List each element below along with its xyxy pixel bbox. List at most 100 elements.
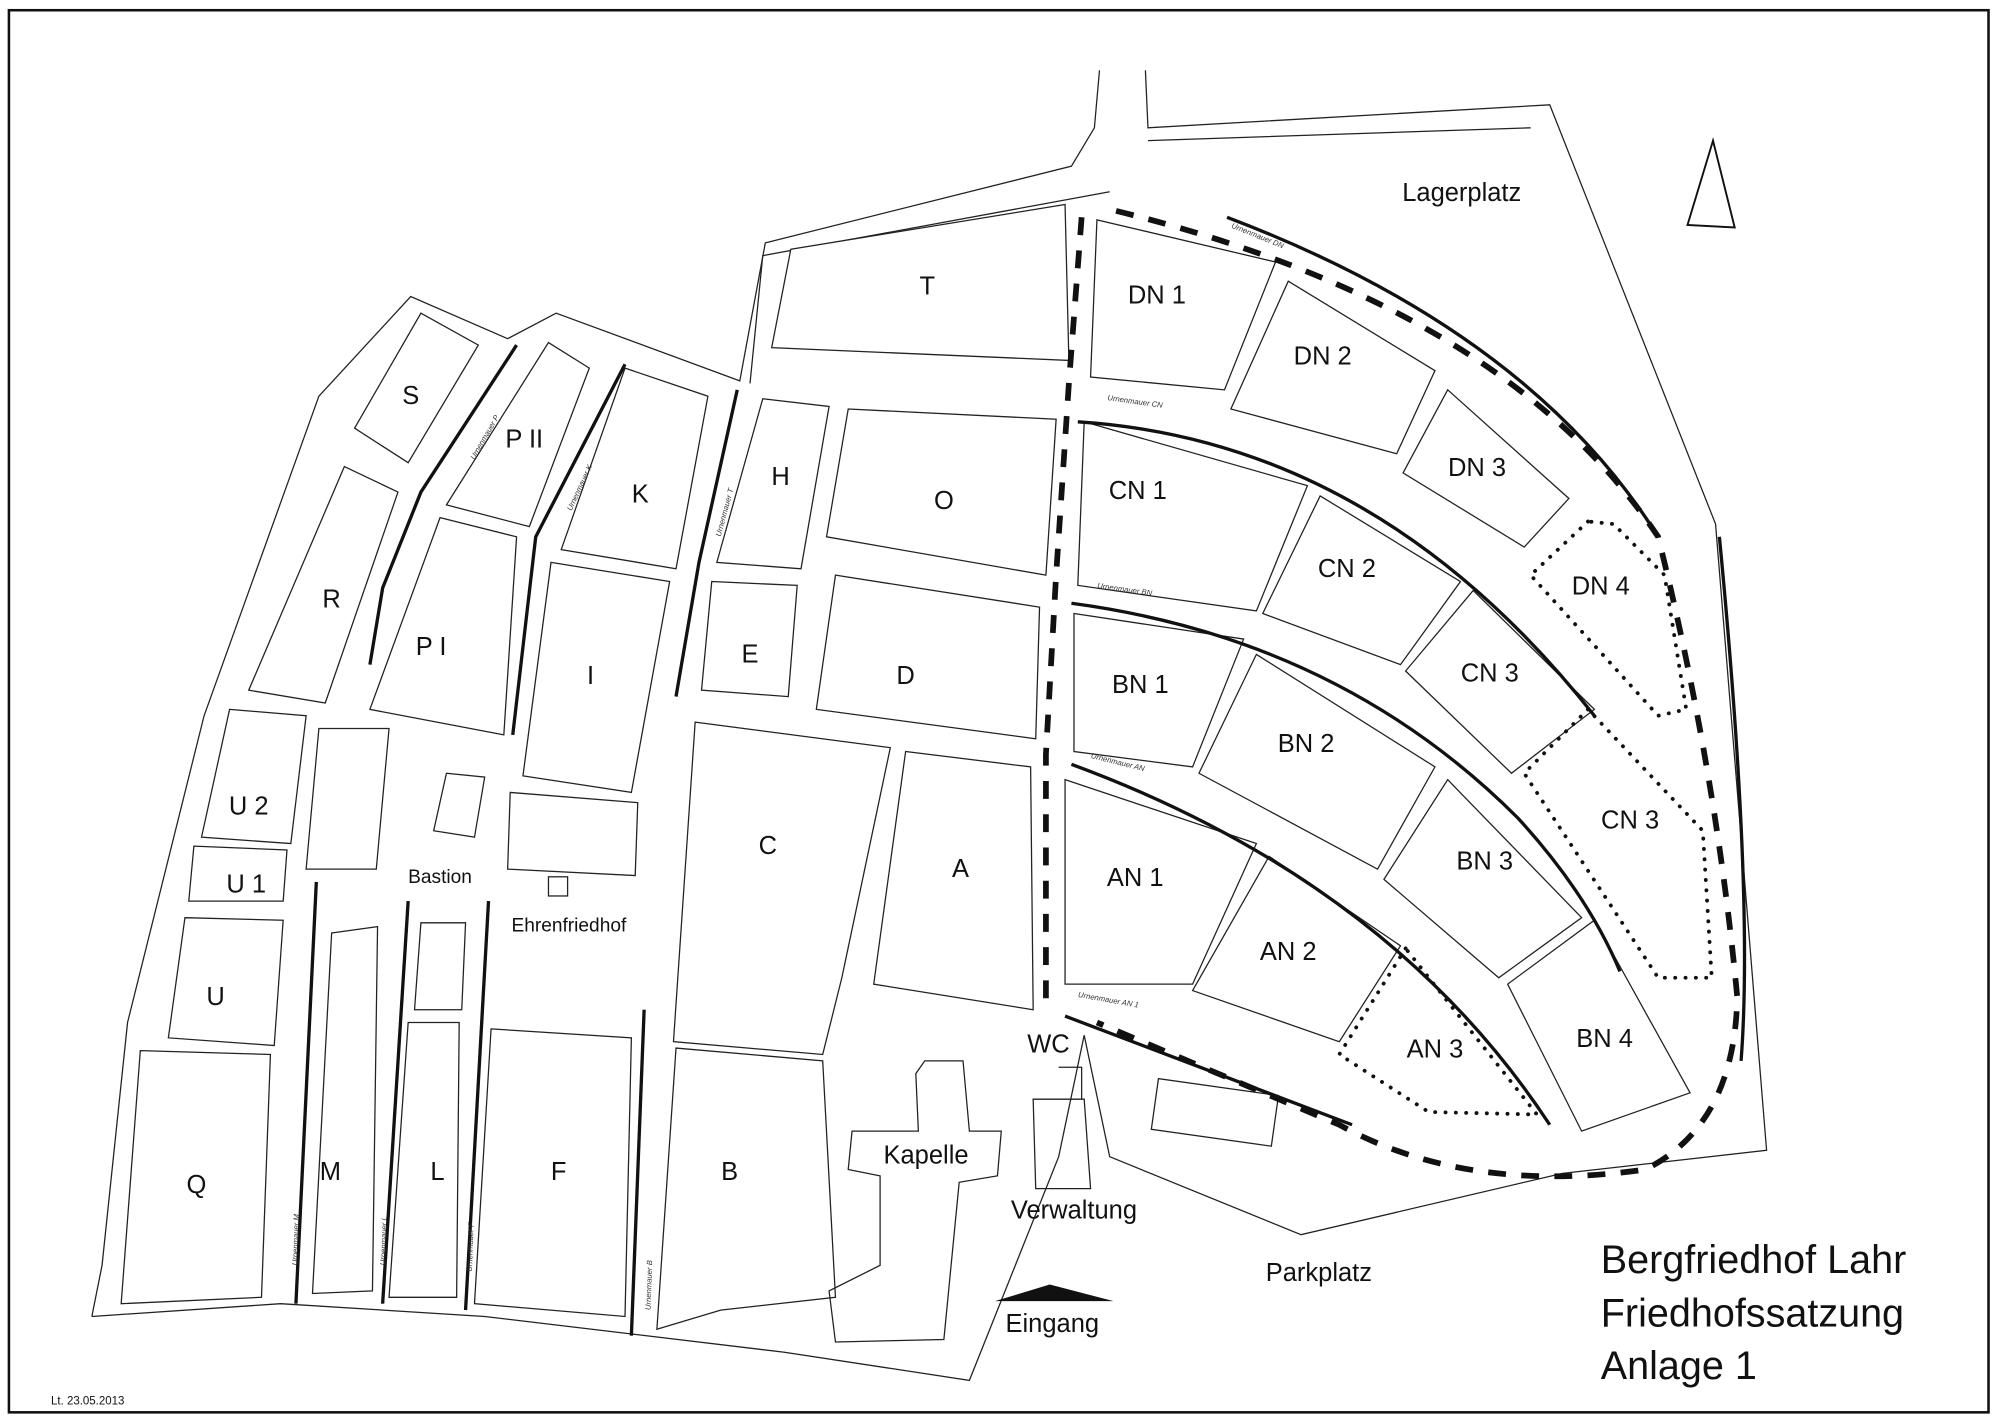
blocks-curved: [1064, 219, 1691, 1132]
field-m: [311, 925, 379, 1295]
title-line-3: Anlage 1: [1601, 1344, 1757, 1388]
label-d: D: [896, 662, 914, 690]
field-cn1: [1077, 420, 1309, 612]
field-b: [656, 1047, 837, 1331]
label-f: F: [551, 1158, 567, 1186]
urnwall-label-b: Urnenmauer B: [644, 1260, 655, 1310]
label-bastion: Bastion: [408, 867, 472, 888]
label-wc: WC: [1027, 1030, 1069, 1058]
field-s: [353, 312, 480, 464]
fence-main-axis: [1043, 217, 1085, 1010]
field-k: [560, 367, 709, 570]
label-b: B: [721, 1158, 738, 1186]
place-labels: Lagerplatz Bastion Ehrenfriedhof WC Kape…: [408, 179, 1521, 1338]
urn-wall-ostring: [1717, 536, 1747, 1061]
field-dn4-border: [1527, 519, 1689, 718]
label-eingang: Eingang: [1006, 1310, 1100, 1338]
label-bn2: BN 2: [1278, 730, 1335, 758]
kapelle-building: [828, 1060, 1002, 1343]
urn-wall-b: [629, 1009, 646, 1336]
field-i: [522, 561, 671, 794]
field-r: [247, 465, 399, 704]
label-u: U: [206, 983, 224, 1011]
urn-wall-l: [380, 900, 410, 1304]
field-cn2: [1261, 495, 1462, 666]
field-a: [873, 750, 1034, 1011]
entrance-arrow-icon: [994, 1284, 1114, 1302]
title-line-2: Friedhofssatzung: [1601, 1292, 1904, 1336]
field-o: [825, 408, 1057, 576]
field-bn4: [1506, 919, 1691, 1132]
label-cn2: CN 2: [1318, 555, 1376, 583]
field-an3-border: [1336, 945, 1542, 1117]
map-frame: [7, 8, 1990, 1414]
field-bn2: [1198, 653, 1436, 870]
field-c: [672, 721, 892, 1056]
label-s: S: [402, 382, 419, 410]
label-cn3b: CN 3: [1601, 807, 1659, 835]
urn-wall-m: [294, 881, 318, 1304]
field-pii: [445, 341, 591, 528]
field-bastion: [432, 772, 486, 838]
urn-wall-bn: [1071, 601, 1622, 973]
label-m: M: [320, 1158, 341, 1186]
label-ehrenfriedhof: Ehrenfriedhof: [511, 916, 626, 937]
label-cn1: CN 1: [1109, 477, 1167, 505]
field-an1: [1064, 778, 1258, 985]
date-note: Lt. 23.05.2013: [51, 1396, 124, 1408]
label-l: L: [430, 1158, 444, 1186]
field-small-1: [413, 922, 467, 1011]
label-dn3: DN 3: [1448, 454, 1506, 482]
urnwall-label-an1: Urnenmauer AN 1: [1077, 990, 1139, 1010]
field-u2: [200, 708, 307, 845]
label-parkplatz: Parkplatz: [1266, 1259, 1372, 1287]
ehrenfriedhof-monument: [547, 876, 569, 897]
field-h: [716, 398, 830, 570]
label-o: O: [934, 487, 954, 515]
field-u: [167, 917, 284, 1047]
path-top: [749, 127, 1531, 384]
urn-wall-t: [674, 389, 739, 697]
label-u1: U 1: [226, 870, 266, 898]
label-c: C: [759, 832, 777, 860]
label-e: E: [741, 640, 758, 668]
label-i: I: [587, 662, 594, 690]
urn-walls: [294, 215, 1747, 1336]
field-u1: [188, 845, 288, 902]
urn-wall-cn: [1077, 420, 1596, 717]
label-a: A: [952, 855, 969, 883]
urn-wall-f: [463, 900, 491, 1311]
urn-wall-an1: [1064, 1014, 1353, 1127]
field-pi: [369, 516, 518, 736]
blocks-left: [120, 312, 591, 1305]
field-q: [120, 1049, 272, 1305]
label-k: K: [632, 481, 649, 509]
field-cn3b-border: [1521, 706, 1714, 980]
label-pii: P II: [505, 426, 543, 454]
field-dn3: [1402, 388, 1570, 548]
label-h: H: [771, 463, 789, 491]
urnwall-label-f: Urnenmauer F: [465, 1221, 476, 1272]
label-lagerplatz: Lagerplatz: [1402, 179, 1521, 207]
label-q: Q: [187, 1171, 207, 1199]
field-labels: T DN 1 DN 2 DN 3 DN 4 S P II K H O CN 1 …: [187, 272, 1660, 1199]
label-pi: P I: [416, 633, 447, 661]
field-ehrenfriedhof-area: [506, 791, 639, 877]
fence-outer-arc: [1095, 208, 1741, 1180]
field-bn3: [1383, 778, 1583, 979]
field-l: [388, 1021, 460, 1298]
north-arrow-icon: [1686, 136, 1736, 229]
urnwall-label-l: Urnenmauer L: [378, 1216, 389, 1265]
urn-wall-k: [511, 363, 627, 736]
label-bn1: BN 1: [1112, 671, 1169, 699]
label-cn3a: CN 3: [1461, 660, 1519, 688]
verwaltung-building: [1032, 1066, 1092, 1190]
urnwall-label-cn: Urnenmauer CN: [1107, 393, 1164, 410]
label-verwaltung: Verwaltung: [1011, 1196, 1137, 1224]
site-boundary: [91, 70, 1768, 1382]
urnwall-label-m: Urnenmauer M: [290, 1213, 301, 1265]
field-small-2: [305, 727, 390, 870]
blocks-middle: [473, 203, 1070, 1331]
label-r: R: [322, 585, 340, 613]
